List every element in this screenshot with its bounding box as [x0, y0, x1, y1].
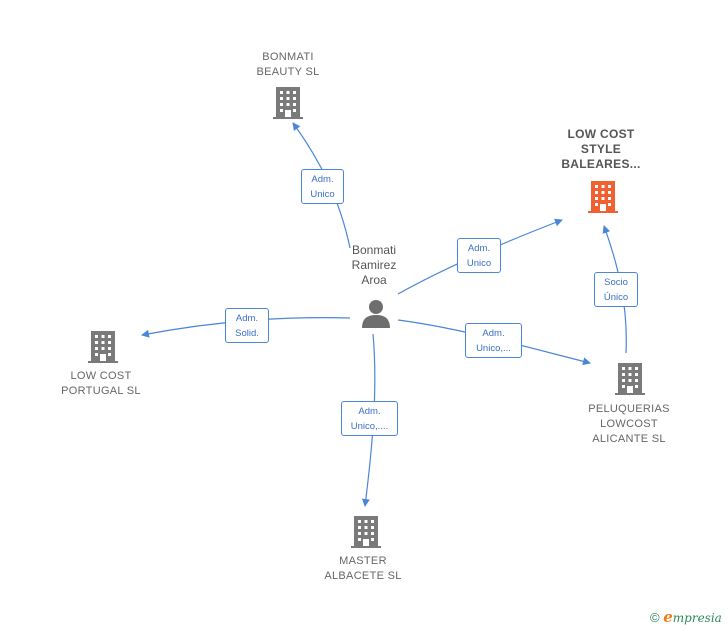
person-label[interactable]: Bonmati Ramirez Aroa	[351, 243, 397, 287]
edge-label-master[interactable]: Adm. Unico,....	[341, 401, 398, 436]
company-label-bonmati-beauty[interactable]: BONMATI BEAUTY SL	[256, 51, 320, 78]
brand-logo-text: mpresia	[672, 611, 722, 625]
copyright-symbol: ©	[650, 610, 660, 625]
edge-label-peluquerias[interactable]: Adm. Unico,...	[465, 323, 522, 358]
company-label-low-cost-portugal[interactable]: LOW COST PORTUGAL SL	[61, 370, 141, 397]
building-icon[interactable]	[87, 330, 119, 364]
brand-logo-initial: e	[663, 608, 673, 626]
company-label-master-albacete[interactable]: MASTER ALBACETE SL	[324, 555, 402, 582]
edge-label-portugal[interactable]: Adm. Solid.	[225, 308, 269, 343]
edge-label-bonmati-beauty[interactable]: Adm. Unico	[301, 169, 344, 204]
edge-label-low-cost-style[interactable]: Adm. Unico	[457, 238, 501, 273]
building-icon[interactable]	[350, 515, 382, 549]
building-icon[interactable]	[614, 362, 646, 396]
edge-label-peluquerias-to-style[interactable]: Socio Único	[594, 272, 638, 307]
footer-brand: © empresia	[650, 608, 722, 626]
building-icon[interactable]	[272, 86, 304, 120]
building-highlight-icon[interactable]	[587, 180, 619, 214]
company-label-peluquerias[interactable]: PELUQUERIAS LOWCOST ALICANTE SL	[588, 403, 670, 445]
person-icon[interactable]	[361, 298, 391, 328]
company-label-low-cost-style[interactable]: LOW COST STYLE BALEARES...	[561, 127, 641, 171]
